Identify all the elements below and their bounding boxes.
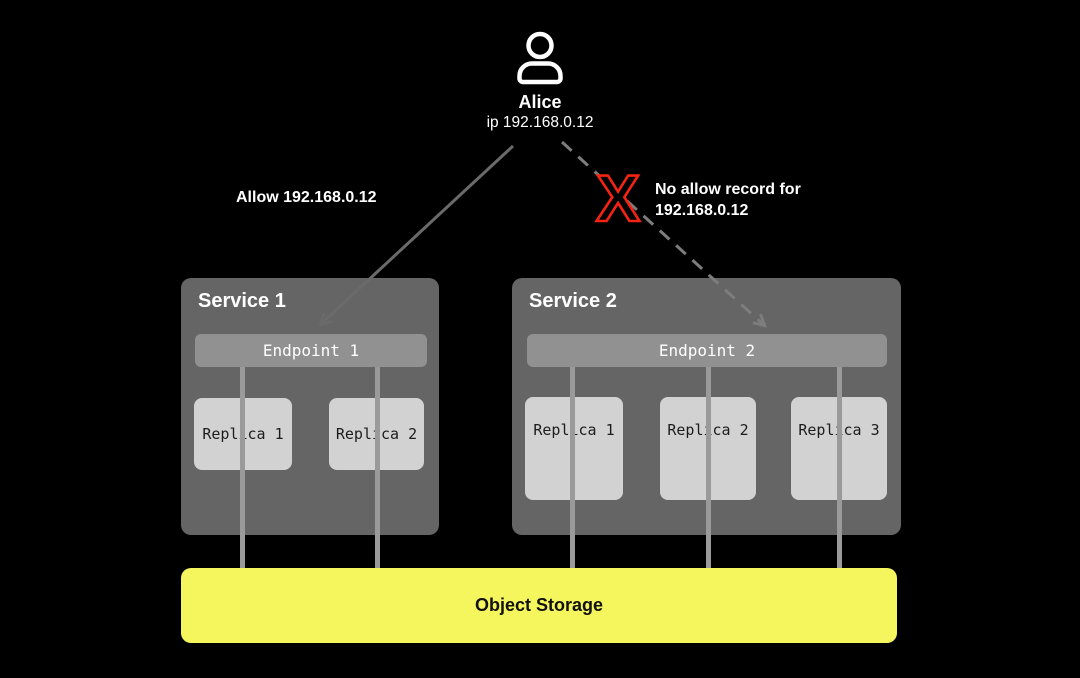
person-icon (517, 31, 563, 85)
user-name: Alice (518, 92, 562, 112)
deny-edge-label-line1: No allow record for (655, 181, 801, 198)
deny-x-icon: X (596, 161, 640, 235)
deny-edge-label-line2: 192.168.0.12 (655, 202, 749, 219)
service-2-title: Service 2 (529, 290, 617, 312)
user-ip: ip 192.168.0.12 (486, 114, 594, 131)
connector-s2-replica3 (837, 367, 842, 568)
connector-s2-replica1 (570, 367, 575, 568)
service-1-title: Service 1 (198, 290, 286, 312)
connector-s1-replica2 (375, 367, 380, 568)
service-2-endpoint: Endpoint 2 (527, 334, 887, 367)
service-1-endpoint: Endpoint 1 (195, 334, 427, 367)
object-storage-bar: Object Storage (181, 568, 897, 643)
connector-s1-replica1 (240, 367, 245, 568)
connector-s2-replica2 (706, 367, 711, 568)
service-1-box: Service 1 Endpoint 1 Replica 1 Replica 2 (181, 278, 439, 535)
allow-edge-label: Allow 192.168.0.12 (236, 189, 377, 206)
deny-edge-label: No allow record for 192.168.0.12 (655, 179, 801, 221)
